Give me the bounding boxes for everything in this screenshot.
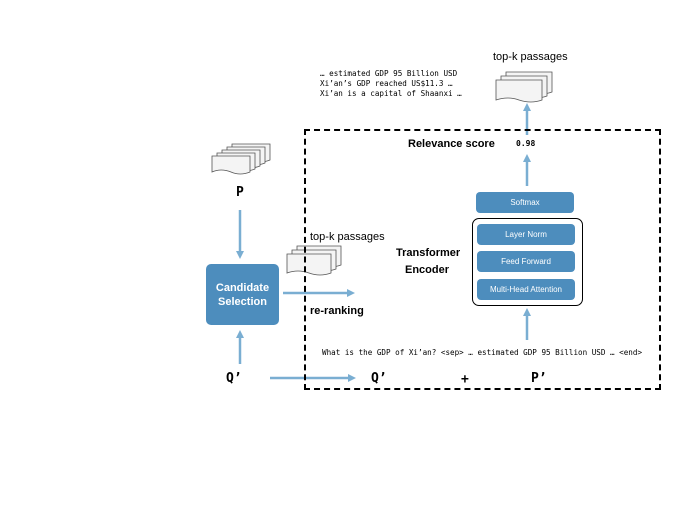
output-snippet-1: … estimated GDP 95 Billion USD bbox=[320, 69, 458, 78]
feed-forward-block: Feed Forward bbox=[477, 251, 575, 272]
mid-topk-passage-stack bbox=[286, 245, 342, 276]
input-sequence: What is the GDP of Xi’an? <sep> … estima… bbox=[322, 348, 643, 357]
output-snippet-3: Xi’an is a capital of Shaanxi … bbox=[320, 89, 462, 98]
output-topk-label: top-k passages bbox=[493, 51, 568, 63]
reranking-label: re-ranking bbox=[310, 305, 364, 317]
layer-norm-block: Layer Norm bbox=[477, 224, 575, 245]
mid-topk-label: top-k passages bbox=[310, 231, 385, 243]
relevance-score-value: 0.98 bbox=[516, 139, 536, 148]
encoder-title-line2: Encoder bbox=[405, 264, 450, 276]
input-passages-label: P bbox=[236, 185, 244, 200]
output-snippet-2: Xi’an’s GDP reached US$11.3 … bbox=[320, 79, 453, 88]
query-label: Q’ bbox=[226, 371, 242, 386]
encoder-frame bbox=[472, 218, 583, 306]
input-passage-stack bbox=[211, 143, 271, 175]
output-topk-passage-stack bbox=[495, 71, 553, 103]
encoder-query-label: Q’ bbox=[371, 371, 387, 386]
softmax-block: Softmax bbox=[476, 192, 574, 213]
relevance-score-label: Relevance score bbox=[408, 138, 495, 150]
candidate-selection-block: Candidate Selection bbox=[206, 264, 279, 325]
plus-sign: + bbox=[461, 372, 469, 387]
attention-block: Multi-Head Attention bbox=[477, 279, 575, 300]
encoder-passage-label: P’ bbox=[531, 371, 547, 386]
encoder-title-line1: Transformer bbox=[396, 247, 461, 259]
reranking-region bbox=[304, 129, 661, 390]
